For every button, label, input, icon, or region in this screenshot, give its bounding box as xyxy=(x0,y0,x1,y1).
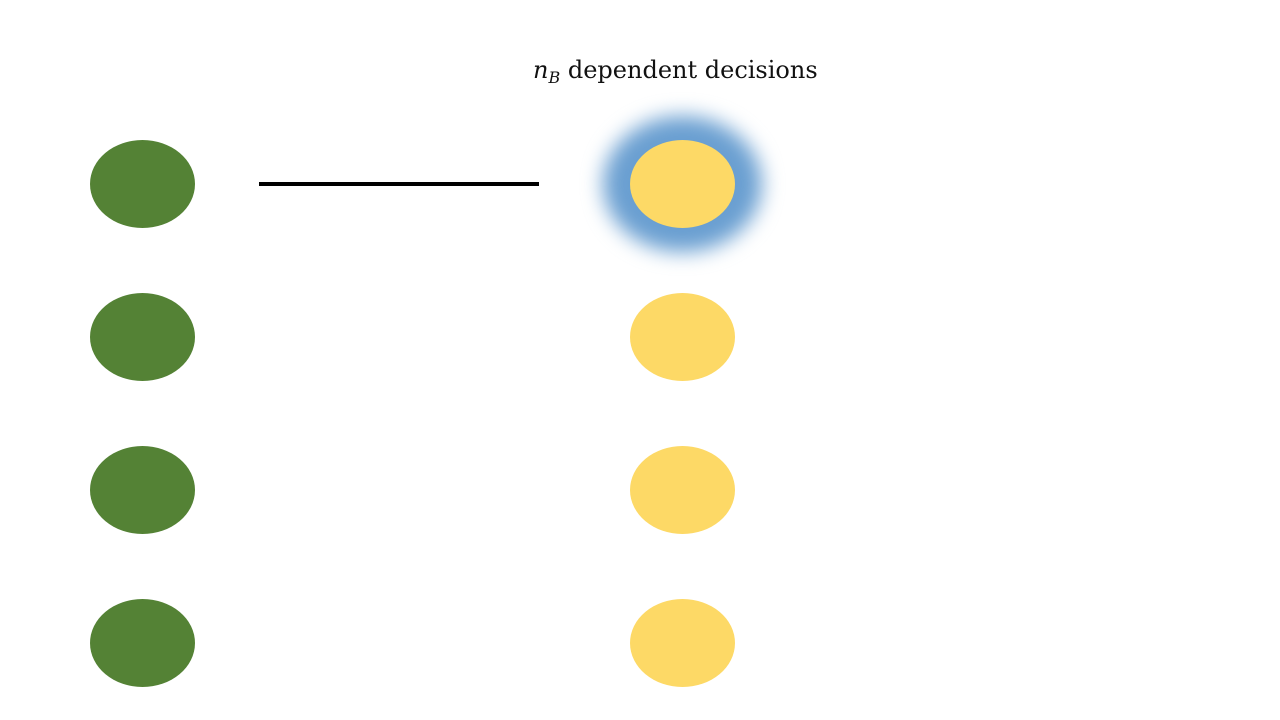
right-node-1 xyxy=(630,140,735,228)
right-node-2 xyxy=(630,293,735,381)
title-subscript: B xyxy=(548,68,561,87)
left-node-4 xyxy=(90,599,195,687)
diagram-title: nB dependent decisions xyxy=(533,56,833,87)
right-node-4 xyxy=(630,599,735,687)
left-node-2 xyxy=(90,293,195,381)
connection-edge xyxy=(259,182,539,186)
right-node-3 xyxy=(630,446,735,534)
left-node-1 xyxy=(90,140,195,228)
title-variable: n xyxy=(533,56,549,84)
title-text: dependent decisions xyxy=(560,56,818,84)
left-node-3 xyxy=(90,446,195,534)
